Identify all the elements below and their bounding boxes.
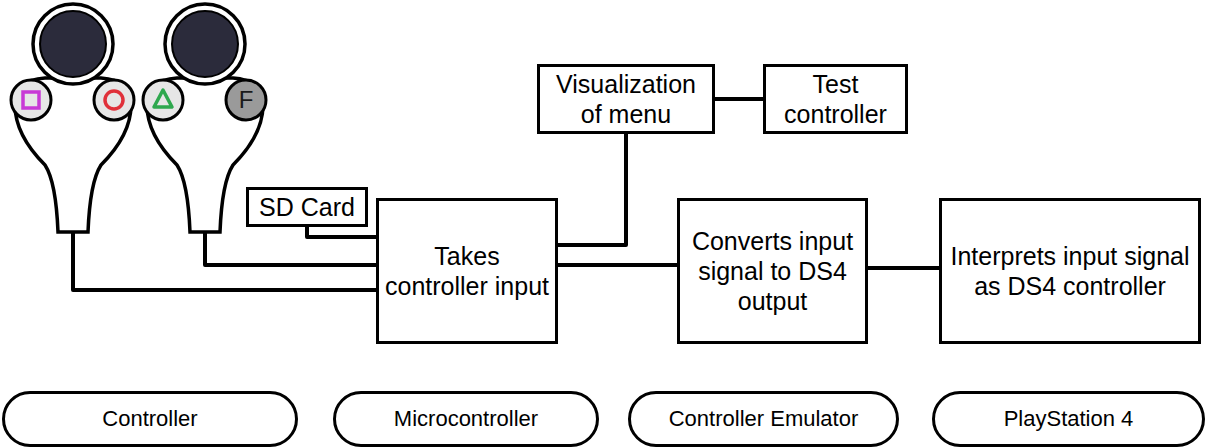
circle-symbol bbox=[105, 91, 123, 109]
process-box: Interprets input signal as DS4 controlle… bbox=[939, 198, 1201, 344]
process-box: Test controller bbox=[763, 64, 908, 134]
node-text: Converts input signal to DS4 output bbox=[686, 226, 859, 316]
node-text: Microcontroller bbox=[394, 406, 538, 432]
button-letter: F bbox=[239, 88, 254, 112]
node-text: Visualization of menu bbox=[546, 69, 706, 129]
square-symbol bbox=[23, 92, 39, 108]
node-text: Takes controller input bbox=[385, 241, 549, 301]
process-box: Takes controller input bbox=[376, 198, 558, 344]
connector-line bbox=[715, 97, 763, 101]
node-text: Test controller bbox=[772, 69, 899, 129]
connector-line bbox=[868, 266, 939, 270]
stage-label: Microcontroller bbox=[333, 391, 599, 447]
node-text: SD Card bbox=[259, 192, 355, 222]
controller-drawing bbox=[11, 4, 134, 232]
node-text: PlayStation 4 bbox=[1004, 406, 1134, 432]
connector-line bbox=[307, 227, 376, 237]
f-button bbox=[226, 80, 266, 120]
triangle-symbol bbox=[154, 90, 172, 107]
process-box: Converts input signal to DS4 output bbox=[677, 198, 868, 344]
node-text: Interprets input signal as DS4 controlle… bbox=[948, 241, 1192, 301]
stage-label: Controller bbox=[2, 391, 298, 447]
node-text: Controller Emulator bbox=[669, 406, 859, 432]
node-text: Controller bbox=[102, 406, 197, 432]
process-box: Visualization of menu bbox=[537, 64, 715, 134]
connector-line bbox=[558, 134, 626, 245]
stage-label: PlayStation 4 bbox=[932, 391, 1205, 447]
stage-label: Controller Emulator bbox=[628, 391, 899, 447]
connector-line bbox=[558, 263, 677, 267]
storage-box: SD Card bbox=[246, 187, 368, 227]
